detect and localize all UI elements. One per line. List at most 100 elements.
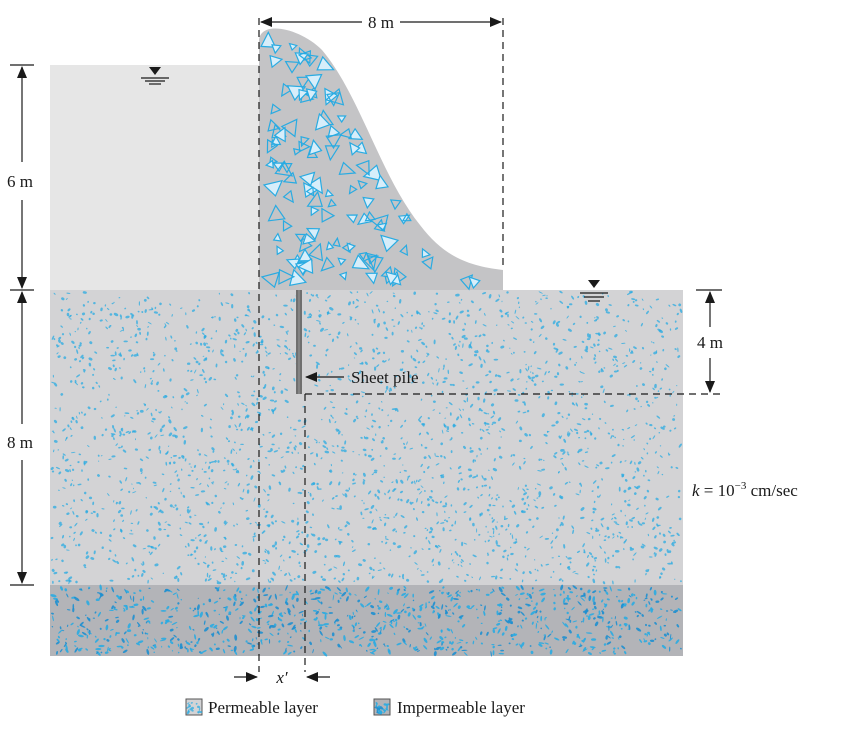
soil-speckle (366, 427, 370, 430)
soil-speckle (575, 493, 580, 496)
soil-speckle (595, 529, 600, 532)
soil-speckle (144, 383, 147, 389)
soil-speckle (108, 367, 112, 371)
soil-speckle (314, 550, 318, 554)
soil-speckle (642, 308, 645, 311)
soil-speckle (536, 483, 542, 486)
soil-speckle (66, 512, 70, 515)
soil-speckle (627, 292, 631, 296)
soil-speckle (249, 522, 252, 525)
soil-speckle (146, 407, 149, 411)
soil-speckle (250, 475, 254, 480)
soil-speckle (106, 307, 110, 311)
legend-permeable-label: Permeable layer (208, 698, 318, 717)
soil-speckle (306, 292, 309, 295)
soil-speckle (191, 469, 194, 472)
soil-speckle (599, 461, 603, 465)
soil-speckle (399, 368, 403, 372)
soil-speckle (306, 335, 309, 338)
soil-speckle (106, 398, 109, 401)
soil-thickness-label: 8 m (7, 433, 33, 452)
soil-speckle (150, 358, 155, 361)
soil-speckle (237, 402, 239, 406)
soil-speckle (81, 411, 83, 414)
soil-speckle (154, 547, 157, 550)
soil-speckle (492, 535, 495, 537)
soil-speckle (420, 463, 423, 468)
soil-speckle (169, 490, 172, 493)
soil-speckle (438, 368, 440, 373)
soil-speckle (119, 434, 122, 437)
soil-speckle (622, 445, 624, 447)
soil-speckle (644, 517, 647, 521)
soil-speckle (79, 531, 83, 536)
soil-speckle (330, 414, 333, 418)
soil-speckle (144, 309, 147, 313)
soil-speckle (66, 292, 71, 294)
soil-speckle (598, 427, 600, 430)
soil-speckle (534, 568, 536, 571)
soil-speckle (71, 340, 75, 344)
soil-speckle (554, 452, 558, 455)
soil-speckle (220, 507, 222, 509)
soil-speckle (232, 338, 237, 341)
soil-speckle (316, 296, 319, 299)
soil-speckle (451, 336, 454, 340)
soil-speckle (637, 400, 640, 403)
soil-speckle (469, 447, 472, 450)
soil-speckle (372, 357, 375, 360)
soil-speckle (70, 483, 73, 487)
soil-speckle (511, 321, 515, 324)
soil-speckle (404, 525, 408, 529)
soil-speckle (445, 407, 448, 409)
soil-speckle (187, 542, 190, 547)
soil-speckle (283, 559, 285, 562)
soil-speckle (637, 520, 640, 524)
soil-speckle (88, 331, 91, 335)
soil-speckle (223, 578, 226, 581)
soil-speckle (134, 333, 138, 338)
soil-speckle (187, 648, 189, 653)
soil-speckle (109, 313, 113, 316)
soil-speckle (584, 402, 588, 406)
soil-speckle (481, 429, 485, 432)
soil-speckle (594, 361, 597, 364)
soil-speckle (664, 367, 667, 371)
soil-speckle (616, 535, 619, 538)
soil-speckle (174, 347, 178, 351)
soil-speckle (444, 510, 446, 514)
soil-speckle (526, 488, 529, 491)
soil-speckle (478, 356, 482, 361)
soil-speckle (422, 381, 425, 384)
soil-speckle (234, 572, 238, 575)
soil-speckle (572, 322, 576, 326)
soil-speckle (249, 465, 253, 469)
soil-speckle (439, 548, 442, 553)
soil-speckle (341, 446, 345, 449)
soil-speckle (649, 437, 652, 440)
soil-speckle (308, 298, 312, 302)
soil-speckle (612, 533, 615, 536)
soil-speckle (187, 362, 191, 365)
soil-speckle (220, 406, 224, 410)
soil-speckle (334, 421, 337, 424)
soil-speckle (267, 450, 272, 453)
soil-speckle (351, 549, 356, 552)
soil-speckle (524, 322, 527, 324)
soil-speckle (658, 576, 662, 579)
soil-speckle (61, 543, 65, 547)
soil-speckle (472, 475, 477, 479)
soil-speckle (318, 488, 322, 490)
soil-speckle (616, 365, 619, 367)
dim-pile-depth: 4 m (696, 289, 723, 393)
soil-speckle (146, 529, 149, 532)
soil-speckle (384, 513, 387, 516)
soil-speckle (496, 494, 499, 496)
soil-speckle (487, 469, 490, 471)
soil-speckle (234, 543, 238, 547)
soil-speckle (463, 337, 468, 340)
soil-speckle (633, 552, 637, 557)
soil-speckle (64, 478, 67, 482)
soil-speckle (152, 481, 157, 484)
soil-speckle (384, 522, 387, 527)
